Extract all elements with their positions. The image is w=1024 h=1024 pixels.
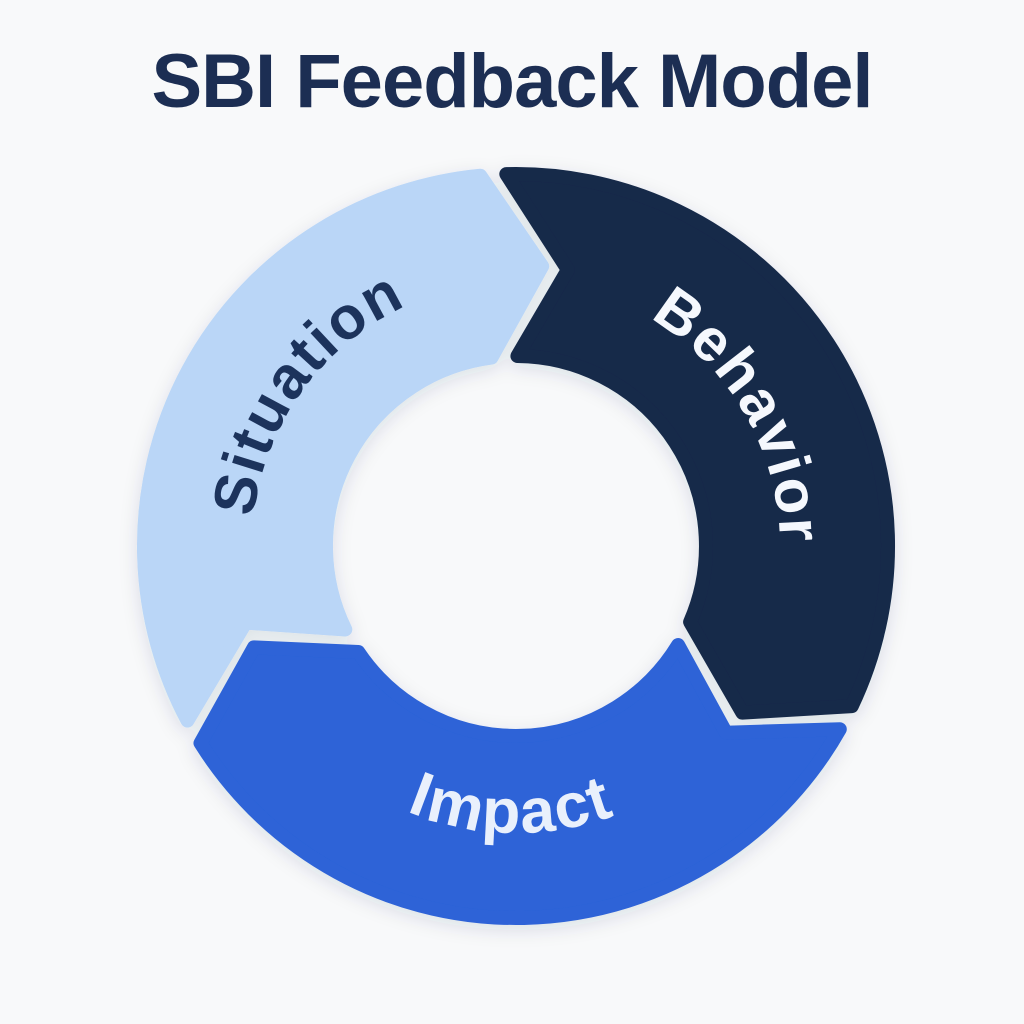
segment-behavior-arc xyxy=(499,167,895,720)
segments-layer xyxy=(137,167,895,925)
segment-impact-arc xyxy=(193,638,847,925)
page-title: SBI Feedback Model xyxy=(151,39,873,124)
segment-situation-arc xyxy=(137,168,550,728)
